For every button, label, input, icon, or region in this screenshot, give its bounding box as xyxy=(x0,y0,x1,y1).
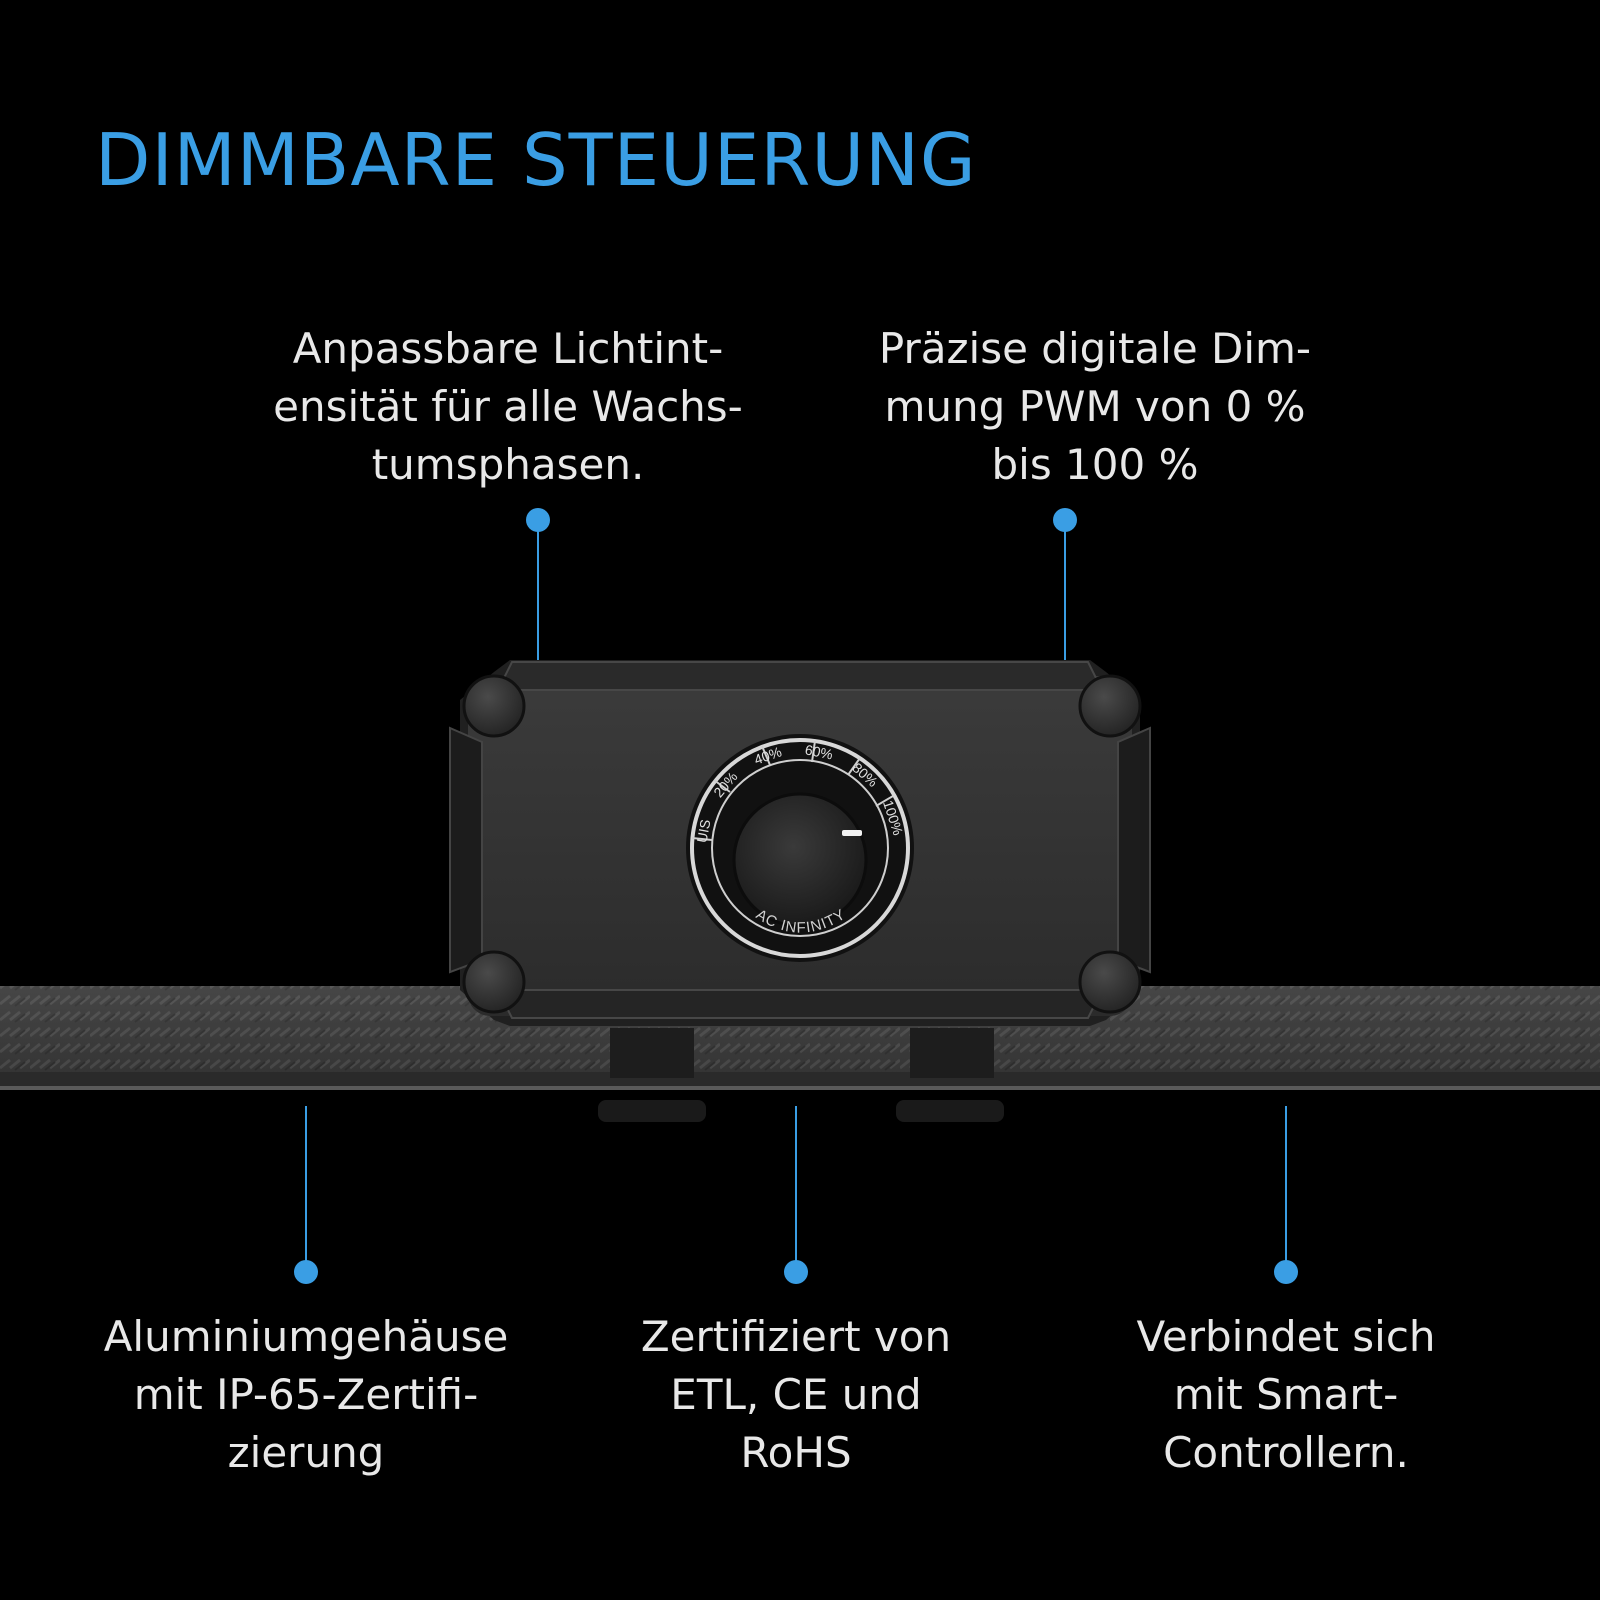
connector-dot xyxy=(1274,1260,1298,1284)
screw-icon xyxy=(1078,950,1142,1014)
connector-dot xyxy=(526,508,550,532)
callout-line: RoHS xyxy=(740,1428,852,1477)
callout-pwm-dimming: Präzise digitale Dim- mung PWM von 0 % b… xyxy=(830,320,1360,494)
screw-icon xyxy=(462,674,526,738)
callout-line: tumsphasen. xyxy=(371,440,645,489)
callout-line: bis 100 % xyxy=(991,440,1199,489)
callout-line: Aluminiumgehäuse xyxy=(103,1312,509,1361)
dimmer-knob[interactable] xyxy=(732,792,868,928)
connector-dot xyxy=(784,1260,808,1284)
screw-icon xyxy=(462,950,526,1014)
callout-line: ETL, CE und xyxy=(670,1370,922,1419)
callout-line: Präzise digitale Dim- xyxy=(878,324,1312,373)
dial-scale-label: UIS xyxy=(694,818,714,844)
callout-line: Zertifiziert von xyxy=(640,1312,952,1361)
callout-line: mit Smart- xyxy=(1173,1370,1399,1419)
callout-certifications: Zertifiziert von ETL, CE und RoHS xyxy=(576,1308,1016,1482)
callout-smart-controllers: Verbindet sich mit Smart- Controllern. xyxy=(1066,1308,1506,1482)
callout-line: Verbindet sich xyxy=(1136,1312,1436,1361)
callout-line: ensität für alle Wachs- xyxy=(273,382,743,431)
callout-line: mit IP-65-Zertifi- xyxy=(133,1370,479,1419)
page-title: DIMMBARE STEUERUNG xyxy=(95,118,977,202)
screw-icon xyxy=(1078,674,1142,738)
callout-line: mung PWM von 0 % xyxy=(884,382,1306,431)
callout-line: zierung xyxy=(227,1428,385,1477)
connector-dot xyxy=(1053,508,1077,532)
callout-light-intensity: Anpassbare Lichtint- ensität für alle Wa… xyxy=(238,320,778,494)
connector-dot xyxy=(294,1260,318,1284)
callout-line: Controllern. xyxy=(1163,1428,1409,1477)
cable-ports xyxy=(598,1028,1004,1122)
callout-aluminium-housing: Aluminiumgehäuse mit IP-65-Zertifi- zier… xyxy=(56,1308,556,1482)
dial-scale-label: 60% xyxy=(804,741,835,762)
knob-indicator xyxy=(842,830,862,836)
callout-line: Anpassbare Lichtint- xyxy=(292,324,724,373)
